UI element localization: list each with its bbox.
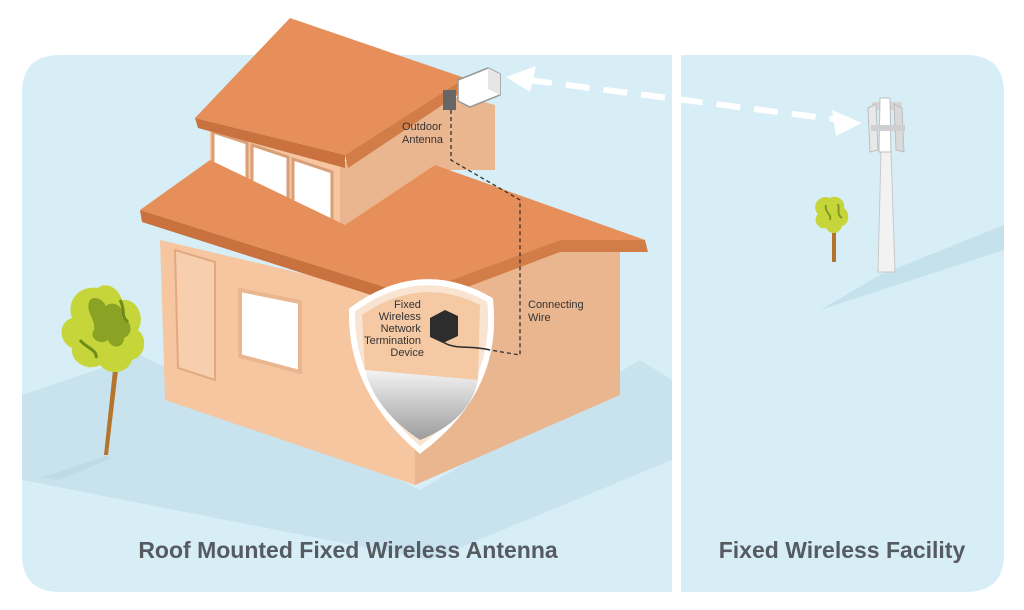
wireless-tower [867, 97, 905, 273]
outdoor-antenna-label: Outdoor Antenna [402, 121, 445, 146]
house [140, 18, 648, 485]
ntd-label: Fixed Wireless Network Termination Devic… [364, 299, 424, 359]
lower-window [238, 287, 302, 375]
connecting-wire-path [450, 110, 521, 356]
tree-right [815, 196, 849, 262]
right-caption: Fixed Wireless Facility [719, 537, 966, 563]
ntd-device [430, 310, 458, 343]
signal-arrow [506, 66, 862, 136]
upper-roof [195, 18, 465, 155]
tree-left [40, 285, 145, 480]
right-panel [681, 55, 1004, 592]
left-caption: Roof Mounted Fixed Wireless Antenna [138, 537, 558, 563]
outdoor-antenna-unit [443, 67, 501, 110]
connecting-wire-label: Connecting Wire [528, 299, 587, 324]
tower-shadow [820, 225, 1004, 310]
lower-roof [140, 160, 645, 295]
